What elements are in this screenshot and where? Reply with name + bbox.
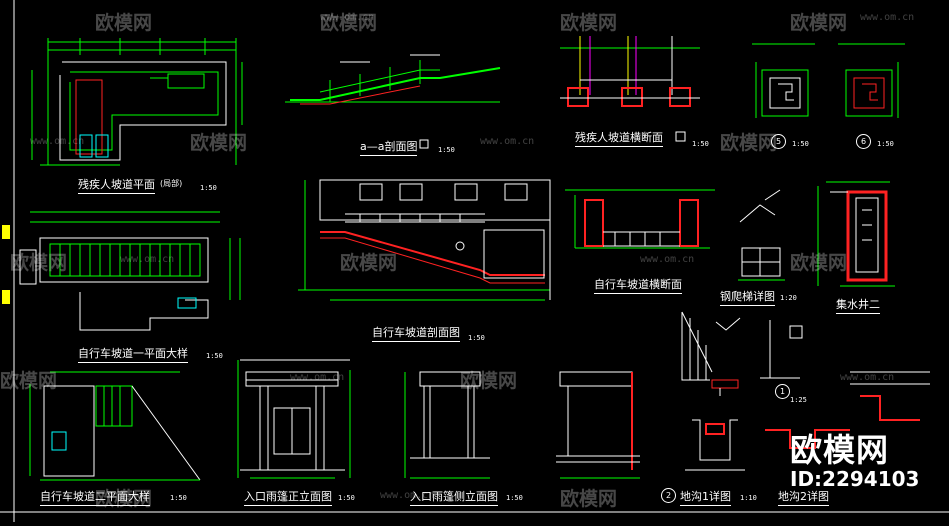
watermark-url: www.om.cn (380, 490, 435, 501)
title-canopy-side: 入口雨篷侧立面图 (410, 488, 498, 506)
watermark-brand: 欧模网 (790, 252, 848, 274)
sheet-side-tag (2, 290, 10, 304)
title-bike-ramp-plan-2: 自行车坡道二平面大样 (40, 488, 150, 506)
watermark-brand: 欧模网 (460, 370, 518, 392)
rail-detail-drawing (681, 311, 803, 396)
watermark-url: www.om.cn (120, 254, 175, 265)
bike-ramp-section-drawing (298, 179, 551, 301)
title-steel-ladder: 钢爬梯详图 (720, 288, 775, 306)
title-sump-pit: 集水井二 (836, 296, 880, 314)
scale-ramp-cross-section: 1:50 (692, 140, 709, 148)
watermark-url: www.om.cn (30, 136, 85, 147)
scale-detail-1: 1:25 (790, 396, 807, 404)
title-trench-2: 地沟2详图 (778, 488, 829, 506)
watermark-url: www.om.cn (860, 12, 915, 23)
ramp-cross-section-drawing (560, 36, 700, 142)
watermark-url: www.om.cn (480, 136, 535, 147)
watermark-url: www.om.cn (640, 254, 695, 265)
watermark-brand: 欧模网 (720, 132, 778, 154)
details-5-6-drawing (752, 43, 905, 118)
title-bike-ramp-plan-1: 自行车坡道一平面大样 (78, 345, 188, 363)
scale-bike-ramp-section: 1:50 (468, 334, 485, 342)
watermark-brand: 欧模网 (95, 12, 153, 34)
canopy-front-elevation-drawing (237, 359, 351, 479)
detail-number-5: 5 (771, 134, 786, 149)
watermark-brand: 欧模网 (190, 132, 248, 154)
canopy-section-drawing (556, 371, 640, 479)
title-aa-section: a—a剖面图 (360, 138, 418, 156)
watermark-id: ID:2294103 (790, 467, 920, 491)
scale-canopy-side: 1:50 (506, 494, 523, 502)
scale-bike-ramp-plan-2: 1:50 (170, 494, 187, 502)
trench-detail-drawing (685, 371, 930, 471)
title-trench-1: 地沟1详图 (680, 488, 731, 506)
detail-number-1: 1 (775, 384, 790, 399)
watermark-url: www.om.cn (320, 12, 375, 23)
title-ramp-cross-section: 残疾人坡道横断面 (575, 129, 663, 147)
scale-trench-1: 1:10 (740, 494, 757, 502)
bike-ramp-cross-section-drawing (565, 189, 715, 249)
watermark-brand: 欧模网 (320, 12, 378, 34)
scale-canopy-front: 1:50 (338, 494, 355, 502)
title-ramp-plan-note: (局部) (160, 179, 183, 188)
watermark-brand: 欧模网 (560, 12, 618, 34)
title-canopy-front: 入口雨篷正立面图 (244, 488, 332, 506)
title-bike-ramp-cross-section: 自行车坡道横断面 (594, 276, 682, 294)
aa-section-drawing (285, 54, 501, 149)
scale-detail-5: 1:50 (792, 140, 809, 148)
ramp-plan-drawing (31, 38, 243, 166)
watermark-brand: 欧模网 (340, 252, 398, 274)
title-bike-ramp-section: 自行车坡道剖面图 (372, 324, 460, 342)
steel-ladder-drawing (738, 189, 785, 281)
watermark-url: www.om.cn (290, 372, 345, 383)
scale-bike-ramp-plan-1: 1:50 (206, 352, 223, 360)
detail-number-2: 2 (661, 488, 676, 503)
scale-steel-ladder: 1:20 (780, 294, 797, 302)
watermark-brand: 欧模网 (790, 12, 848, 34)
watermark-brand: 欧模网 (0, 370, 58, 392)
watermark-url: www.om.cn (840, 372, 895, 383)
watermark-brand: 欧模网 (560, 488, 618, 510)
scale-ramp-plan: 1:50 (200, 184, 217, 192)
canopy-side-elevation-drawing (404, 371, 490, 479)
scale-detail-6: 1:50 (877, 140, 894, 148)
title-ramp-plan: 残疾人坡道平面 (78, 176, 155, 194)
watermark-brand: 欧模网 (10, 252, 68, 274)
scale-aa-section: 1:50 (438, 146, 455, 154)
sump-pit-drawing (817, 181, 895, 287)
detail-number-6: 6 (856, 134, 871, 149)
bike-ramp-plan-2-drawing (29, 371, 201, 481)
watermark-brand: 欧模网 (95, 488, 153, 510)
watermark-brand-large: 欧模网 (790, 431, 890, 469)
sheet-side-tag (2, 225, 10, 239)
watermark-brand-badge: 欧模网 ID:2294103 (790, 425, 919, 491)
bike-ramp-plan-1-drawing (19, 211, 241, 331)
